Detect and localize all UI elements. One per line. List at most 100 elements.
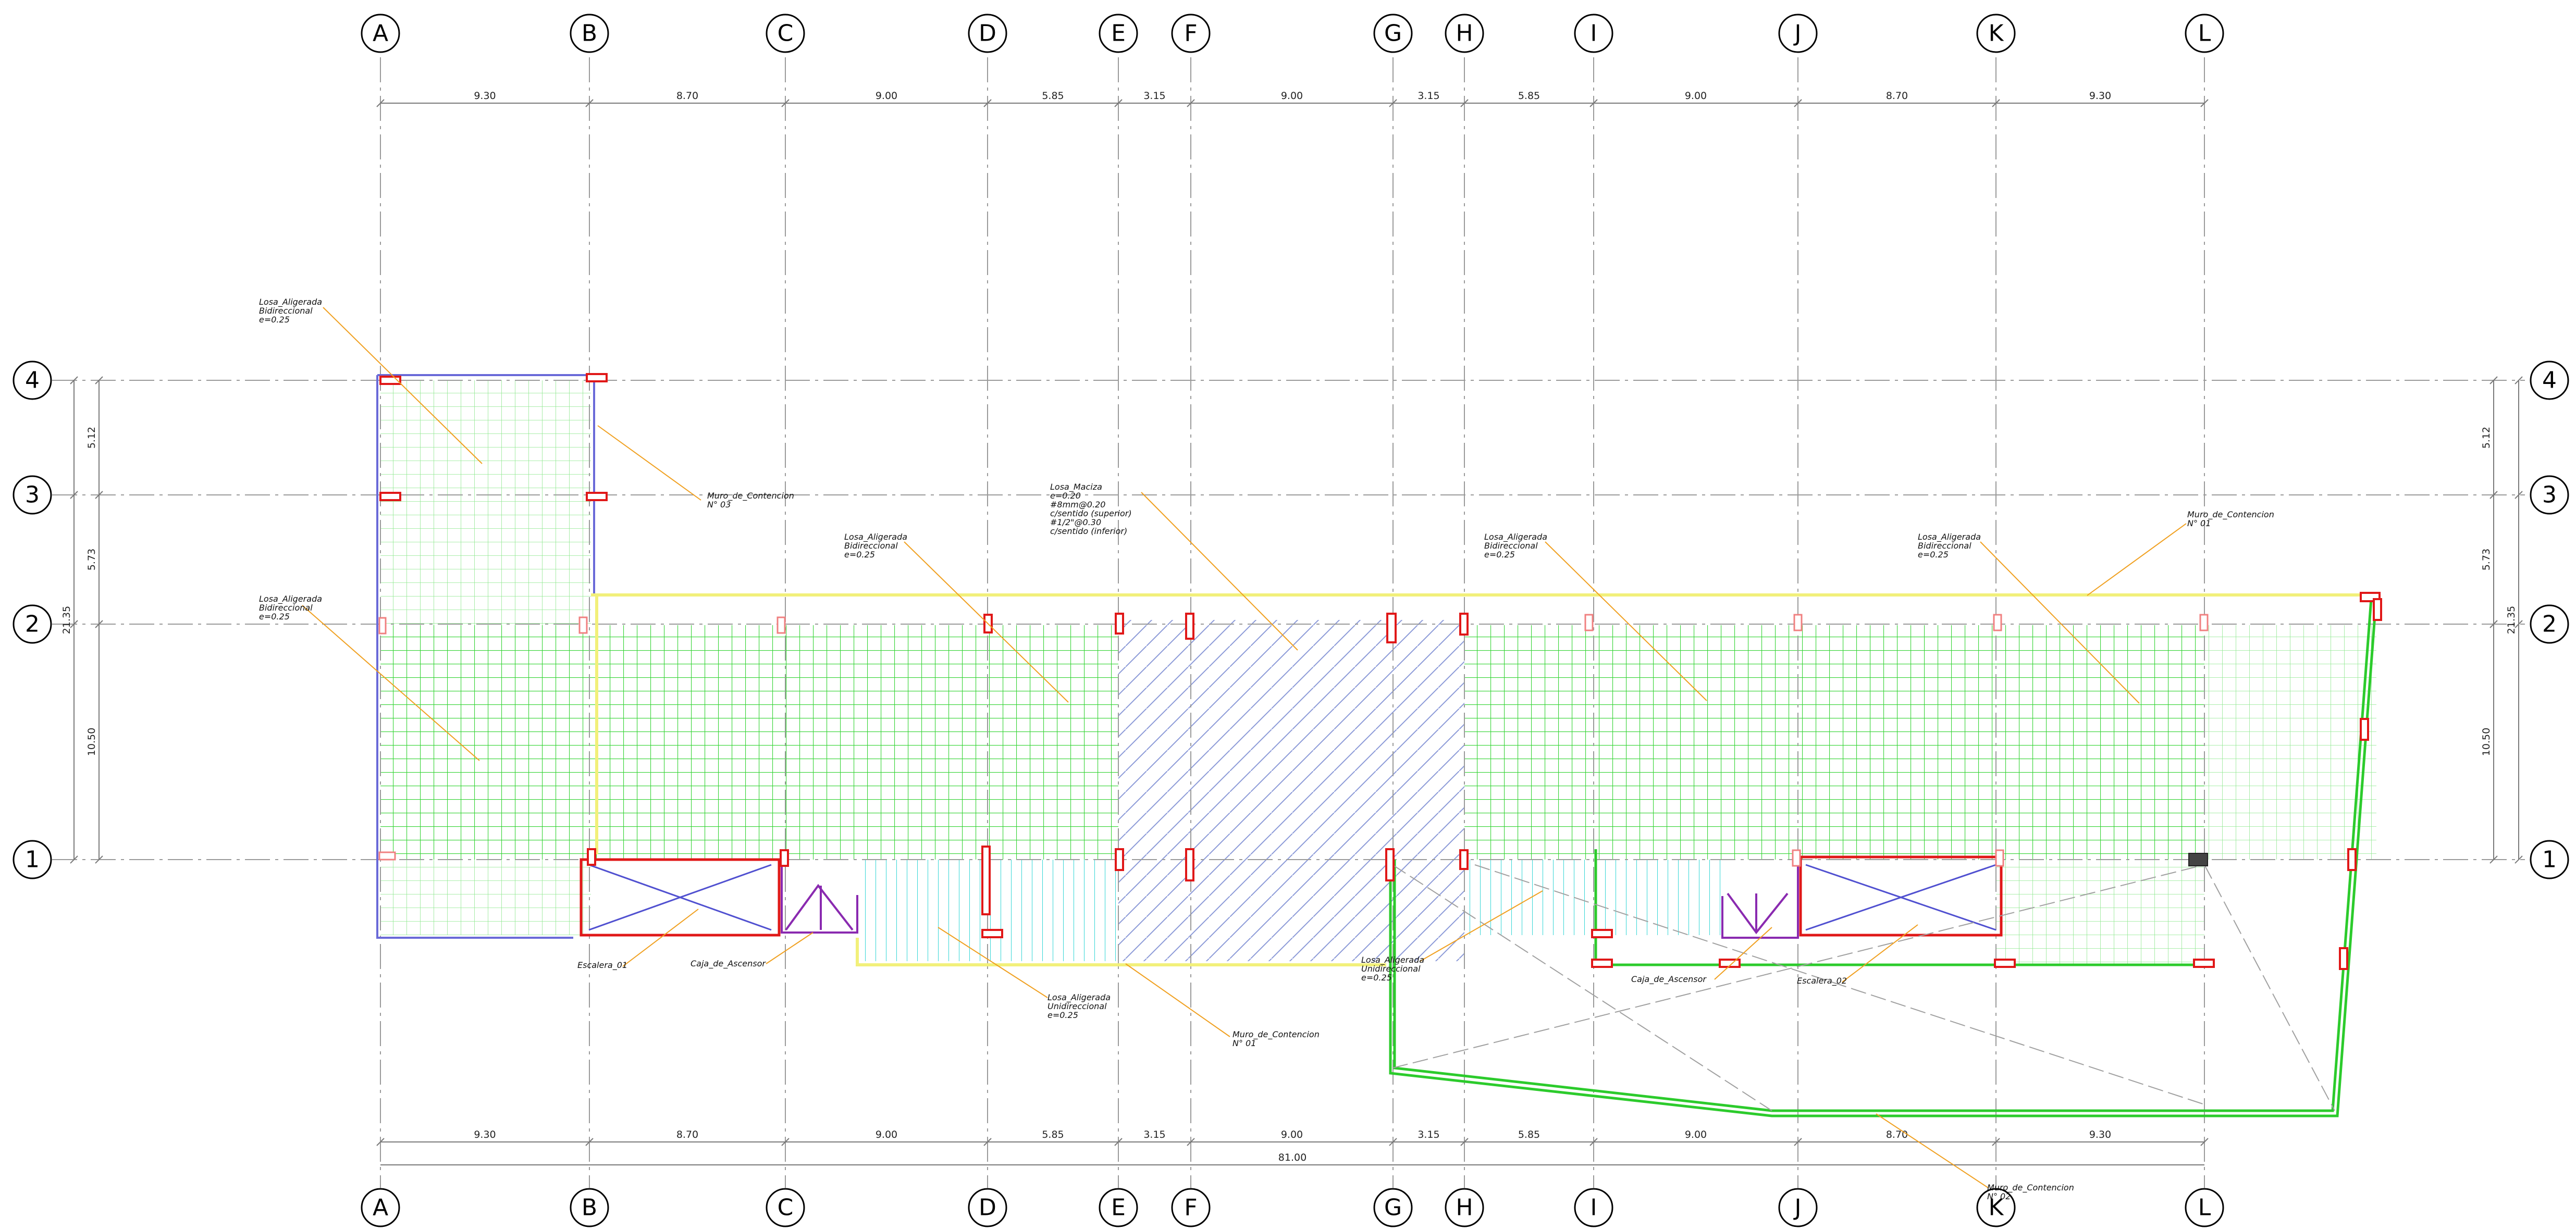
note-text: Caja_de_Ascensor [691,959,766,969]
column [1591,959,1613,968]
dimension-span-label: 8.70 [1886,90,1908,102]
dimension-tick [781,1138,790,1146]
note-text: Losa_Maciza [1050,482,1102,492]
note-text: Escalera_02 [1797,976,1847,986]
axis-bubble-g-top: G [1373,14,1413,53]
dimension-tick [1992,99,2000,107]
dimension-span-label: 3.15 [1143,1129,1165,1140]
note-text: Losa_Aligerada [1047,992,1111,1003]
column [1386,613,1397,643]
axis-label: 4 [2542,367,2557,394]
dimension-tick [1114,99,1123,107]
column [1115,848,1124,871]
axis-bubble-2-right: 2 [2530,604,2569,644]
axis-label: G [1384,1195,1402,1221]
note-leader [938,927,1048,998]
dimension-tick [2200,1138,2209,1146]
column [586,492,608,501]
dimension-tick [2489,620,2498,628]
note-text: Losa_Aligerada [259,594,322,604]
column [1993,614,2002,631]
column [1591,929,1613,938]
axis-bubble-g-bottom: G [1373,1188,1413,1227]
dimension-tick [1992,1138,2000,1146]
axis-bubble-l-top: L [2185,14,2224,53]
dimension-tick [2515,376,2523,384]
note-text: Unidireccional [1361,964,1421,974]
dimension-span-label: 8.70 [1886,1129,1908,1140]
axis-bubble-circle [1445,14,1484,53]
note-text: Losa_Aligerada [1484,532,1547,542]
escalera-01-cross [588,864,772,931]
note-text: Muro_de_Contencion [2187,510,2274,520]
dimension-tick [1389,99,1397,107]
axis-label: L [2198,1195,2211,1221]
axis-bubble-1-left: 1 [13,840,52,879]
dimension-span-label: 5.85 [1518,1129,1540,1140]
note-text: Escalera_01 [577,960,627,971]
escalera-02-cross [1805,864,1996,931]
dimension-span-label: 9.30 [2089,90,2111,102]
column [1115,613,1124,635]
note-text: Bidireccional [1484,541,1538,551]
note-text: N° 03 [707,500,731,510]
note-text: c/sentido (superior) [1050,508,1132,518]
column [2199,614,2209,631]
note-leader [904,541,1069,703]
axis-bubble-circle [570,1188,609,1227]
column [1185,613,1194,640]
axis-label: D [979,1195,996,1221]
column [2193,959,2215,968]
dimension-tick [1794,1138,1802,1146]
dimension-span-label: 9.00 [876,90,897,102]
note-leader [597,425,701,501]
axis-bubble-circle [1778,1188,1818,1227]
wall-blue-left [376,375,573,939]
axis-label: I [1591,1195,1597,1221]
dimension-tick [1589,99,1598,107]
dimension-span-label: 3.15 [1143,90,1165,102]
column [1793,614,1803,631]
dimension-tick [1187,1138,1195,1146]
note-text: Bidireccional [259,306,313,316]
axis-label: H [1456,1195,1473,1221]
row-span-label: 5.12 [86,427,97,449]
axis-bubble-4-right: 4 [2530,361,2569,400]
note-leader [1980,541,2140,704]
axis-label: E [1111,20,1126,47]
row-span-label: 10.50 [86,728,97,756]
annotations: Losa_AligeradaBidireccionale=0.25Losa_Al… [259,297,2274,1201]
axis-label: H [1456,20,1473,47]
note-caja-ascensor-1: Caja_de_Ascensor [691,932,814,969]
axis-label: F [1184,20,1197,47]
dimension-tick [1114,1138,1123,1146]
axis-bubble-circle [1976,14,2016,53]
note-text: e=0.25 [259,315,290,325]
axis-label: E [1111,1195,1126,1221]
note-leader [766,932,814,964]
axis-label: J [1793,1195,1802,1221]
axis-bubble-i-top: I [1574,14,1613,53]
note-text: Losa_Aligerada [259,297,322,307]
note-text: e=0.25 [259,612,290,622]
dimension-tick [1589,1138,1598,1146]
slab-a-b-lower [380,625,591,860]
axis-bubble-d-bottom: D [968,1188,1007,1227]
dimension-span-label: 5.85 [1042,1129,1064,1140]
column [578,616,588,634]
row-span-label: 5.73 [86,549,97,570]
dimension-tick [376,1138,385,1146]
note-text: c/sentido (inferior) [1050,526,1127,536]
note-text: Losa_Aligerada [1918,532,1981,542]
column [378,851,396,861]
dimension-tick [2489,491,2498,499]
axis-label: 3 [25,482,40,508]
note-text: e=0.25 [844,550,875,560]
dimension-span-label: 8.70 [676,1129,698,1140]
